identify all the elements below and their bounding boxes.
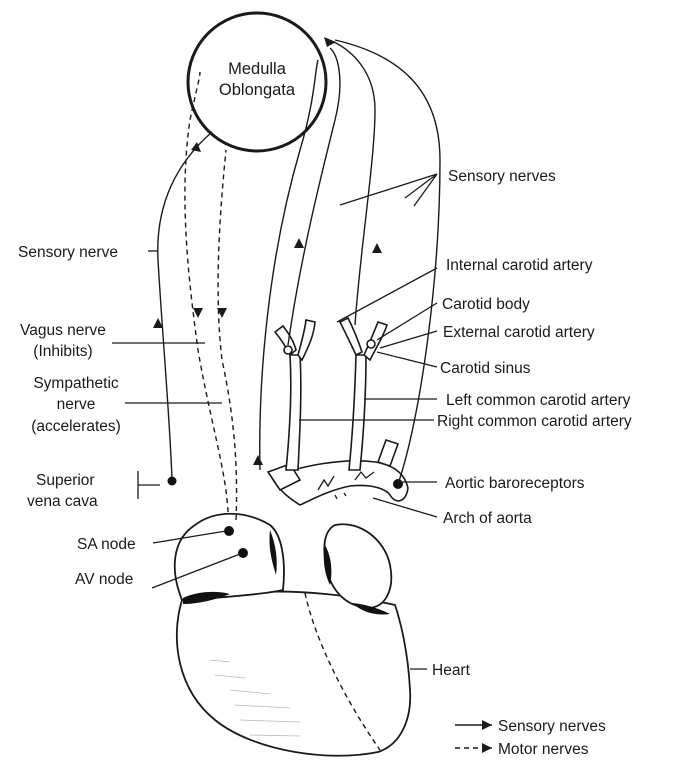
label-vena-cava: vena cava	[27, 493, 98, 510]
label-sympathetic: Sympathetic	[33, 375, 119, 392]
label-sensory-nerves-top: Sensory nerves	[448, 168, 556, 185]
label-superior: Superior	[36, 472, 95, 489]
label-internal-carotid-artery: Internal carotid artery	[446, 257, 593, 274]
legend-motor-label: Motor nerves	[498, 741, 589, 758]
label-left-common-carotid-artery: Left common carotid artery	[446, 392, 631, 409]
label-right-common-carotid-artery: Right common carotid artery	[437, 413, 632, 430]
legend-sensory-label: Sensory nerves	[498, 718, 606, 735]
label-sensory-nerve: Sensory nerve	[18, 244, 118, 261]
label-aortic-baroreceptors: Aortic baroreceptors	[445, 475, 585, 492]
label-carotid-sinus: Carotid sinus	[440, 360, 531, 377]
legend-motor: Motor nerves	[455, 741, 589, 758]
label-external-carotid-artery: External carotid artery	[443, 324, 595, 341]
label-sympathetic-nerve: nerve	[57, 396, 96, 413]
label-sympathetic-accelerates: (accelerates)	[31, 418, 121, 435]
legend-sensory: Sensory nerves	[455, 718, 606, 735]
legend: Sensory nerves Motor nerves	[455, 718, 606, 758]
label-carotid-body: Carotid body	[442, 296, 530, 313]
label-heart: Heart	[432, 662, 471, 679]
label-vagus-nerve: Vagus nerve	[20, 322, 106, 339]
label-vagus-inhibits: (Inhibits)	[33, 343, 92, 360]
label-av-node: AV node	[75, 571, 133, 588]
medulla-label-line2: Oblongata	[219, 81, 296, 99]
label-sa-node: SA node	[77, 536, 136, 553]
medulla-label-line1: Medulla	[228, 60, 287, 78]
heart	[175, 514, 410, 756]
label-arch-of-aorta: Arch of aorta	[443, 510, 532, 527]
